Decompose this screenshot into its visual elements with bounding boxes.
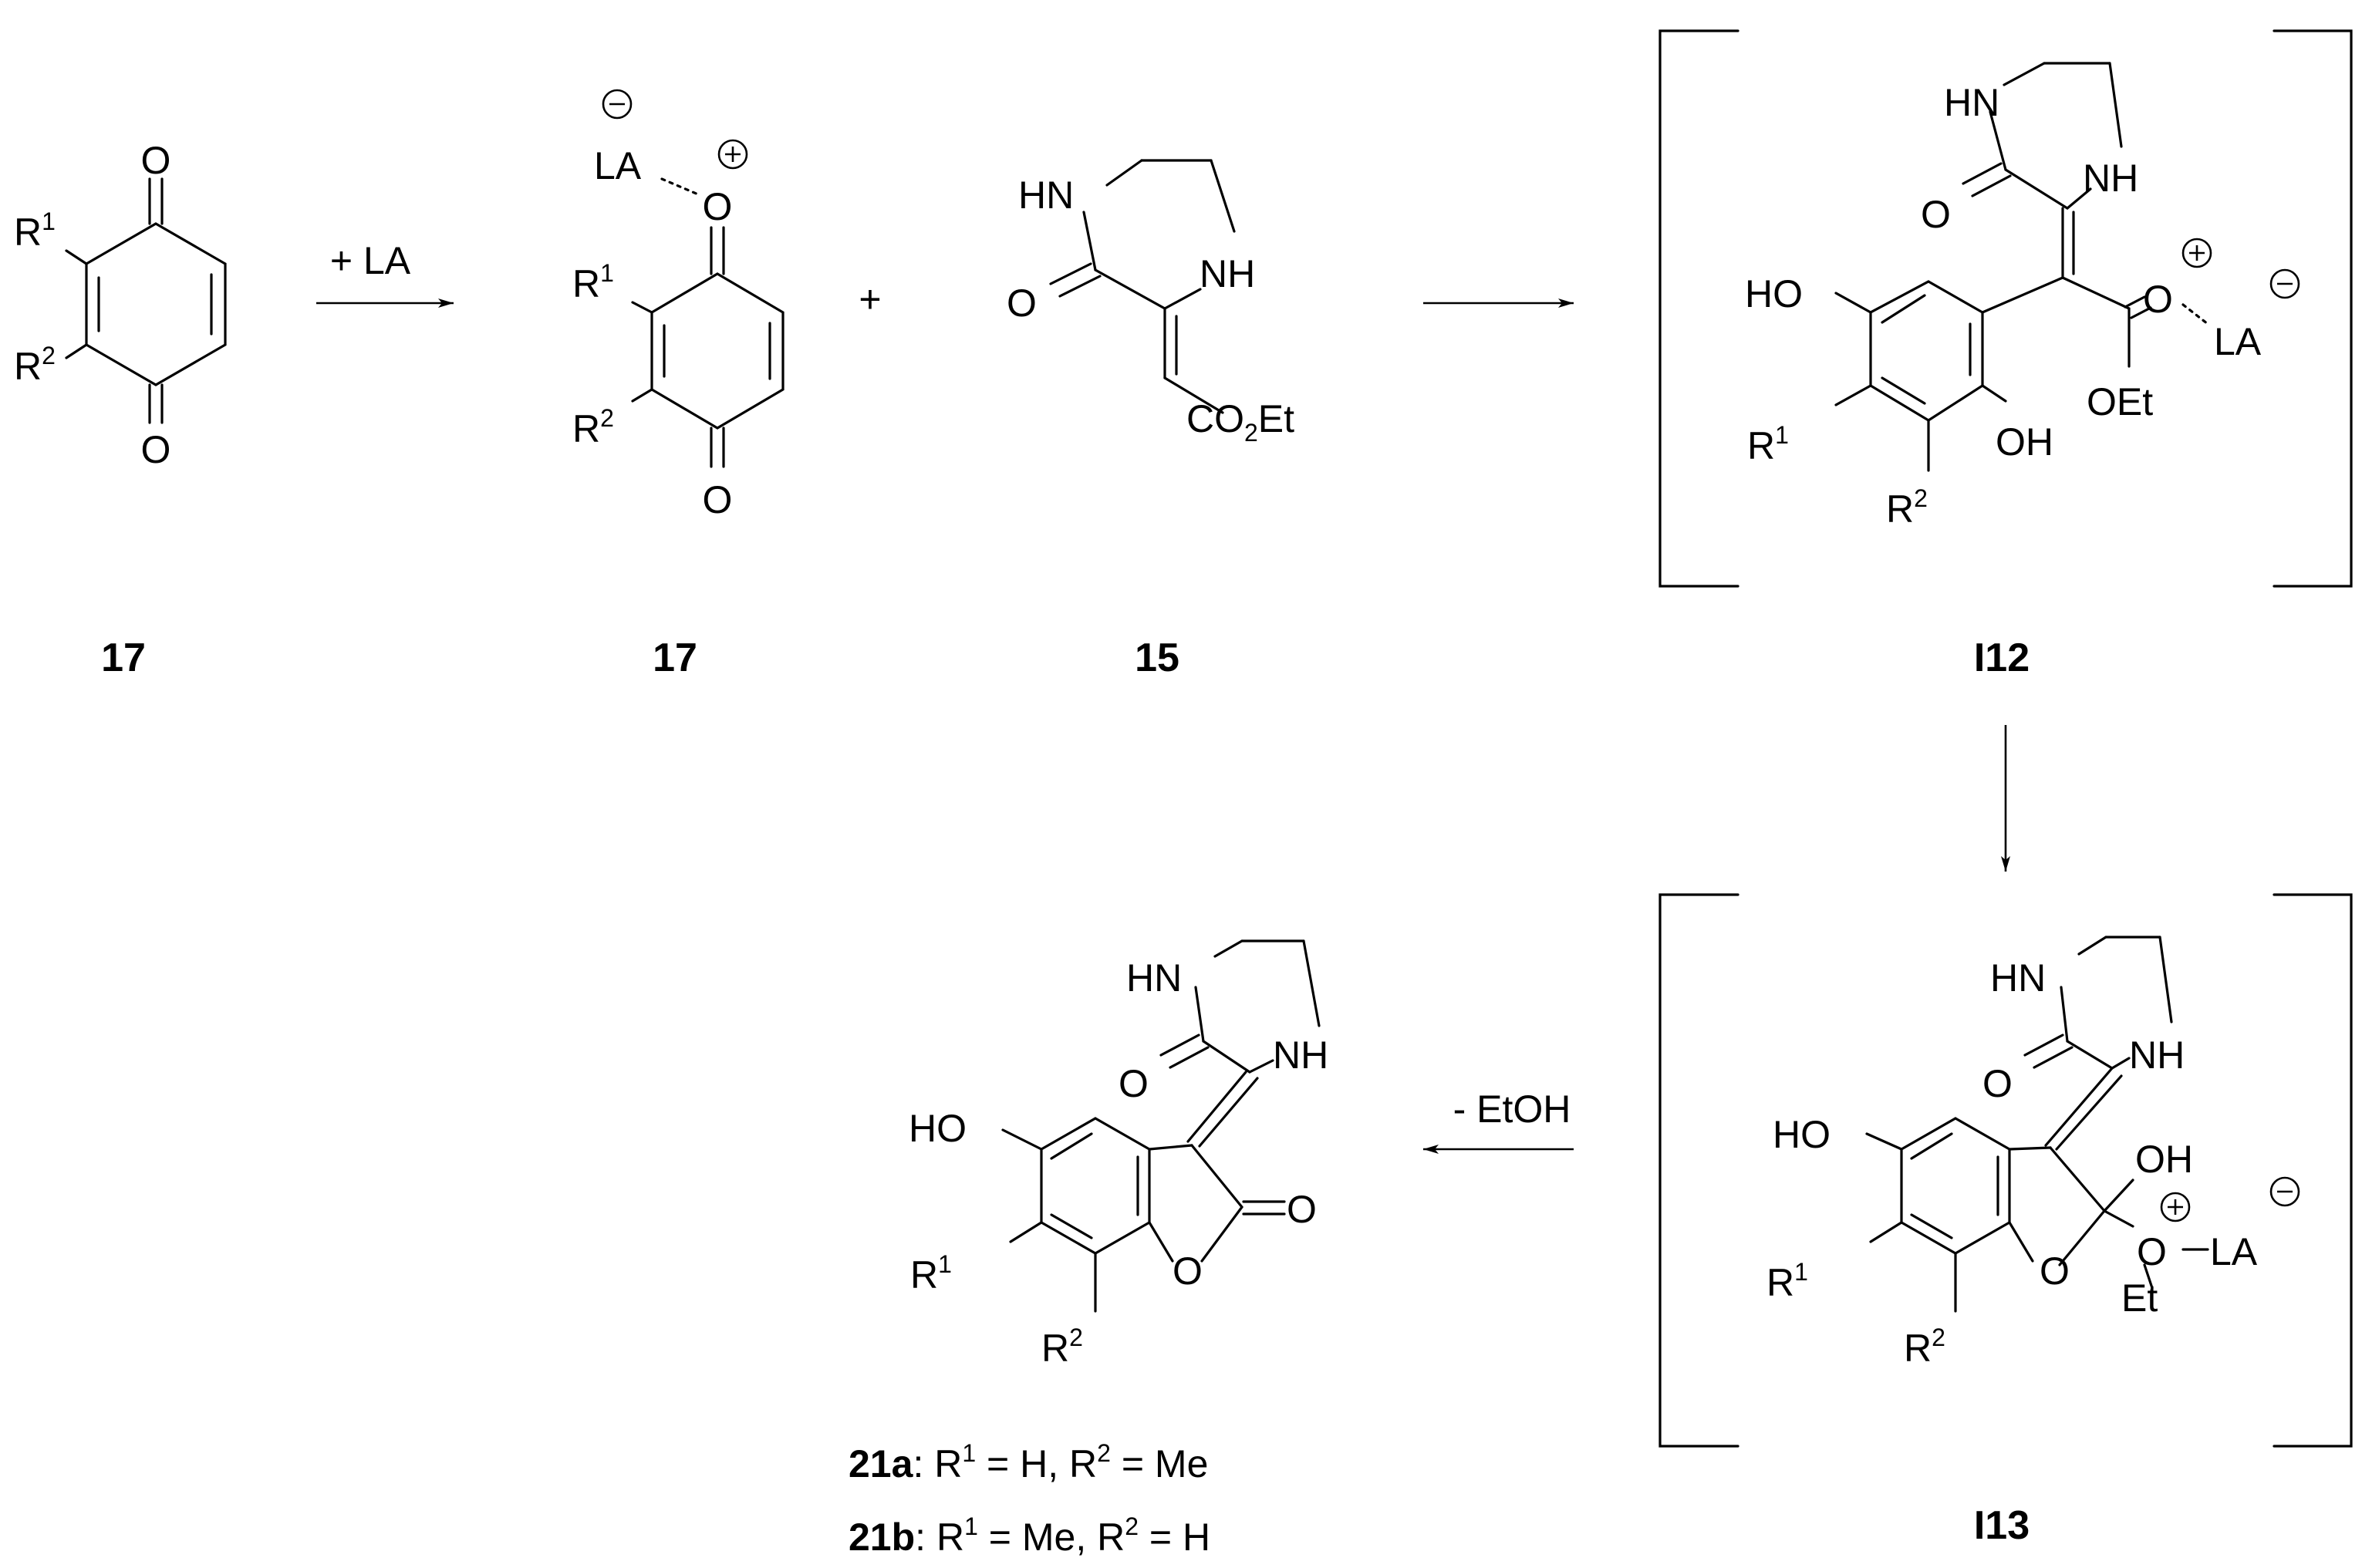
negative-charge-icon bbox=[2269, 268, 2300, 299]
atom-hn: HN bbox=[1990, 956, 2046, 1000]
positive-charge-icon bbox=[2181, 238, 2212, 268]
lewis-acid-label: LA bbox=[2210, 1230, 2258, 1273]
ester-group: CO2Et bbox=[1186, 397, 1294, 447]
ethyl-group: Et bbox=[2121, 1276, 2158, 1320]
atom-oxygen: O bbox=[2137, 1230, 2167, 1273]
plus-sign: + bbox=[859, 278, 881, 321]
substituent-r2: R2 bbox=[1886, 484, 1928, 531]
atom-hn: HN bbox=[1944, 81, 1999, 124]
ring-oxygen: O bbox=[1173, 1249, 1203, 1293]
lewis-acid-label: LA bbox=[2214, 320, 2262, 363]
atom-oxygen: O bbox=[2143, 278, 2173, 321]
ethoxy-group: OEt bbox=[2087, 380, 2153, 423]
hydroxyl-group: OH bbox=[2135, 1138, 2193, 1181]
substituent-r2: R2 bbox=[1904, 1324, 1945, 1370]
compound-label-15: 15 bbox=[1135, 636, 1179, 680]
atom-oxygen: O bbox=[141, 139, 171, 182]
structure-15-piperazinone: HN NH O CO2Et bbox=[1007, 159, 1294, 447]
atom-nh: NH bbox=[1273, 1034, 1328, 1077]
compound-label-i12: I12 bbox=[1974, 636, 2030, 680]
atom-oxygen: O bbox=[141, 428, 171, 471]
atom-oxygen: O bbox=[703, 478, 733, 521]
structure-i13-intermediate: HN NH O HO OH O O LA Et R1 R2 bbox=[1658, 893, 2353, 1448]
structure-17-la-complex: O O LA R1 R2 bbox=[572, 89, 785, 521]
atom-nh: NH bbox=[2083, 157, 2138, 200]
atom-oxygen: O bbox=[1007, 282, 1037, 325]
substituent-r1: R1 bbox=[910, 1250, 952, 1297]
hydroxyl-group: HO bbox=[1745, 272, 1803, 315]
substituent-r1: R1 bbox=[14, 207, 56, 254]
substituent-r2: R2 bbox=[1041, 1324, 1083, 1370]
compound-label-17-complex: 17 bbox=[653, 636, 697, 680]
compound-label-17: 17 bbox=[101, 636, 146, 680]
atom-oxygen: O bbox=[703, 185, 733, 228]
positive-charge-icon bbox=[717, 139, 748, 170]
structure-i12-intermediate: HN NH O HO OH O LA OEt R1 R2 bbox=[1658, 29, 2353, 588]
lewis-acid-label: LA bbox=[594, 144, 642, 187]
negative-charge-icon bbox=[602, 89, 633, 120]
substituent-r1: R1 bbox=[1747, 421, 1789, 467]
atom-hn: HN bbox=[1126, 956, 1182, 1000]
legend-21a: 21a: R1 = H, R2 = Me bbox=[849, 1439, 1208, 1485]
condition-add-la: + LA bbox=[330, 239, 411, 282]
negative-charge-icon bbox=[2269, 1176, 2300, 1207]
hydroxyl-group: HO bbox=[1773, 1113, 1831, 1156]
atom-oxygen: O bbox=[1921, 193, 1951, 236]
substituent-r1: R1 bbox=[572, 259, 614, 305]
hydroxyl-group: OH bbox=[1996, 420, 2053, 464]
substituent-r2: R2 bbox=[572, 404, 614, 450]
compound-label-i13: I13 bbox=[1974, 1503, 2030, 1548]
atom-oxygen: O bbox=[1982, 1062, 2013, 1105]
carbonyl-oxygen: O bbox=[1287, 1188, 1317, 1231]
substituent-r1: R1 bbox=[1766, 1258, 1808, 1304]
ring-oxygen: O bbox=[2040, 1249, 2070, 1293]
substituent-r2: R2 bbox=[14, 342, 56, 388]
structure-17-quinone: O O R1 R2 bbox=[14, 139, 227, 471]
atom-nh: NH bbox=[2129, 1034, 2185, 1077]
hydroxyl-group: HO bbox=[909, 1107, 967, 1150]
atom-nh: NH bbox=[1200, 252, 1255, 295]
structure-21-benzofuranone: HN NH O HO O O R1 R2 bbox=[909, 939, 1328, 1370]
atom-oxygen: O bbox=[1119, 1062, 1149, 1105]
atom-hn: HN bbox=[1018, 174, 1074, 217]
condition-minus-etoh: - EtOH bbox=[1453, 1087, 1571, 1131]
positive-charge-icon bbox=[2160, 1192, 2191, 1222]
legend-21b: 21b: R1 = Me, R2 = H bbox=[849, 1512, 1210, 1559]
